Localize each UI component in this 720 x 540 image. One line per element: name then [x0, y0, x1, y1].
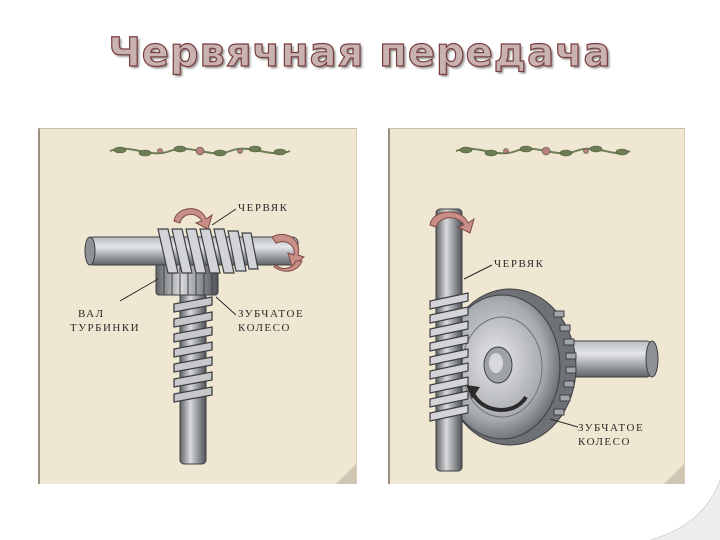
worm-shaft-vertical — [429, 208, 469, 472]
worm-shaft — [84, 228, 299, 274]
slide-page-curl — [650, 480, 720, 540]
label-worm-left: ЧЕРВЯК — [238, 202, 289, 214]
right-illustration — [429, 145, 684, 484]
right-illustration-panel: ЧЕРВЯК ЗУБЧАТОЕ КОЛЕСО — [388, 128, 685, 484]
label-gear-right-line1: ЗУБЧАТОЕ — [578, 422, 645, 434]
left-leader-lines — [119, 208, 237, 316]
label-shaft-line2: ТУРБИНКИ — [70, 322, 141, 334]
left-illustration-panel: ЧЕРВЯК ВАЛ ТУРБИНКИ ЗУБЧАТОЕ КОЛЕСО — [38, 128, 357, 484]
slide-title: Червячная передача — [108, 29, 612, 76]
left-illustration — [84, 145, 356, 484]
page-corner — [664, 464, 684, 484]
label-gear-left-line1: ЗУБЧАТОЕ — [238, 308, 305, 320]
ornament-right — [455, 145, 631, 157]
label-worm-right: ЧЕРВЯК — [494, 258, 545, 270]
label-gear-left-line2: КОЛЕСО — [238, 322, 291, 334]
rotation-arrow-worm — [429, 211, 475, 234]
turbine-shaft — [173, 278, 213, 465]
right-leader-lines — [463, 264, 579, 428]
rotation-arrow-top — [173, 208, 213, 230]
gear-wheel-large — [443, 288, 577, 446]
ornament-left — [109, 145, 291, 157]
rotation-arrow-right — [271, 233, 306, 272]
page-corner — [336, 464, 356, 484]
label-shaft-line1: ВАЛ — [78, 308, 105, 320]
label-gear-right-line2: КОЛЕСО — [578, 436, 631, 448]
